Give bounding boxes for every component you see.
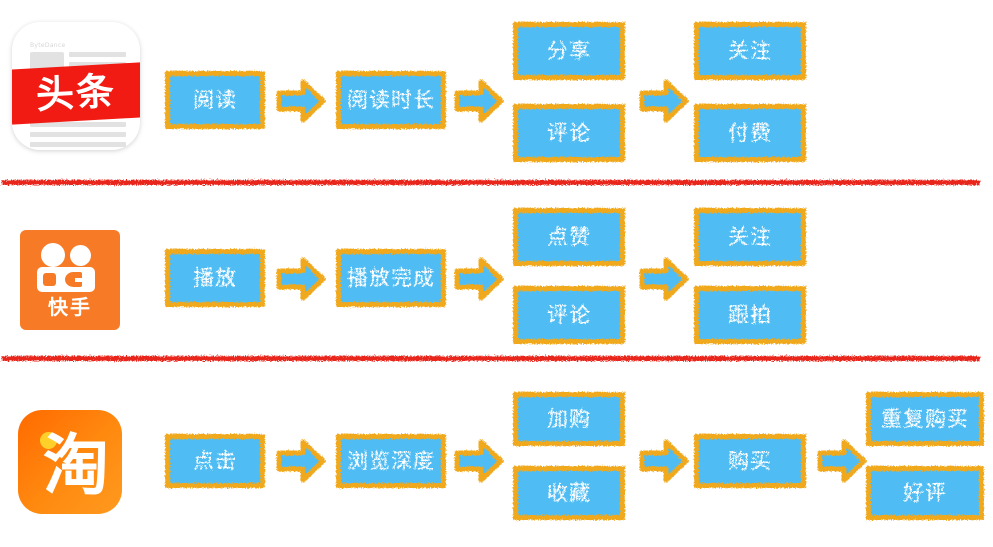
node-tb-review[interactable]: 好评 — [866, 466, 984, 520]
node-tb-fav[interactable]: 收藏 — [513, 466, 625, 520]
node-label: 购买 — [728, 448, 772, 473]
node-tt-share[interactable]: 分享 — [513, 22, 625, 80]
taobao-brand-text: 淘 — [43, 427, 109, 504]
kuaishou-logo: 快手 — [20, 230, 120, 330]
tb-arrow-1 — [276, 439, 326, 483]
node-label: 关注 — [728, 224, 772, 249]
node-label: 关注 — [728, 38, 772, 63]
node-label: 评论 — [547, 302, 591, 327]
node-label: 浏览深度 — [347, 448, 435, 473]
node-tt-comment[interactable]: 评论 — [513, 104, 625, 162]
toutiao-red-banner: 头条 — [12, 62, 140, 125]
node-label: 加购 — [547, 406, 591, 431]
tt-arrow-1 — [276, 79, 326, 123]
node-label: 点击 — [193, 448, 237, 473]
taobao-dot-icon — [40, 432, 57, 449]
node-ks-follow[interactable]: 关注 — [694, 208, 806, 266]
tt-arrow-3 — [639, 79, 689, 123]
ks-arrow-1 — [276, 257, 326, 301]
node-tt-duration[interactable]: 阅读时长 — [336, 71, 446, 129]
node-label: 点赞 — [547, 224, 591, 249]
tb-arrow-2 — [454, 439, 504, 483]
node-tb-depth[interactable]: 浏览深度 — [336, 434, 446, 488]
tb-arrow-3 — [639, 439, 689, 483]
kuaishou-brand-text: 快手 — [48, 295, 92, 319]
node-tb-cart[interactable]: 加购 — [513, 392, 625, 446]
tt-arrow-2 — [454, 79, 504, 123]
kuaishou-camera-icon — [37, 243, 103, 293]
node-ks-complete[interactable]: 播放完成 — [336, 249, 446, 307]
node-tb-repeat[interactable]: 重复购买 — [866, 392, 984, 446]
toutiao-logo: ByteDance 头条 — [12, 22, 140, 150]
node-label: 收藏 — [547, 480, 591, 505]
taobao-logo: 淘 — [18, 410, 122, 514]
ks-arrow-3 — [639, 257, 689, 301]
node-label: 付费 — [728, 120, 772, 145]
node-label: 播放 — [193, 265, 237, 290]
node-tt-pay[interactable]: 付费 — [694, 104, 806, 162]
node-ks-play[interactable]: 播放 — [165, 249, 265, 307]
node-tt-follow[interactable]: 关注 — [694, 22, 806, 80]
ks-arrow-2 — [454, 257, 504, 301]
node-label: 重复购买 — [881, 406, 969, 431]
node-tb-buy[interactable]: 购买 — [694, 434, 806, 488]
node-label: 阅读时长 — [347, 87, 435, 112]
toutiao-brand-text: 头条 — [34, 68, 118, 117]
node-label: 阅读 — [193, 87, 237, 112]
node-tb-click[interactable]: 点击 — [165, 434, 265, 488]
node-tt-read[interactable]: 阅读 — [165, 71, 265, 129]
divider-1 — [2, 180, 980, 185]
node-label: 跟拍 — [728, 302, 772, 327]
tb-arrow-4 — [817, 439, 867, 483]
node-ks-comment[interactable]: 评论 — [513, 286, 625, 344]
node-label: 播放完成 — [347, 265, 435, 290]
node-ks-genpai[interactable]: 跟拍 — [694, 286, 806, 344]
node-ks-like[interactable]: 点赞 — [513, 208, 625, 266]
node-label: 好评 — [903, 480, 947, 505]
node-label: 分享 — [547, 38, 591, 63]
toutiao-watermark: ByteDance — [30, 42, 66, 49]
node-label: 评论 — [547, 120, 591, 145]
divider-2 — [2, 356, 980, 361]
